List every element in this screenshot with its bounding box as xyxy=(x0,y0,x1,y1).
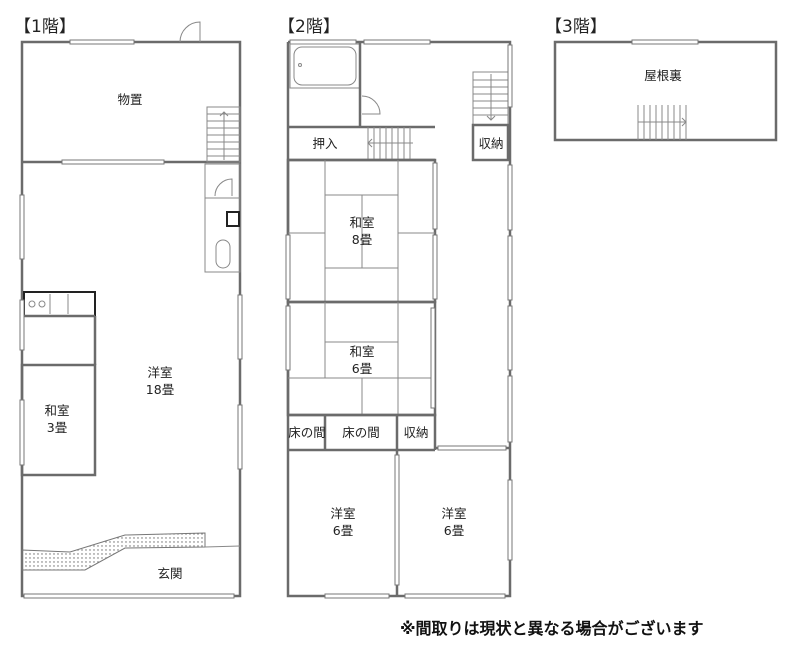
floor-3-title: 【3階】 xyxy=(545,17,607,37)
room-label: 玄関 xyxy=(157,566,182,581)
bathtub xyxy=(289,43,361,89)
floor-1-title: 【1階】 xyxy=(14,17,76,37)
room-label: 押入 xyxy=(312,136,338,151)
sliding-door xyxy=(61,159,165,165)
room-label: 洋室 xyxy=(441,506,466,521)
room-size: 18畳 xyxy=(146,382,174,397)
room-label: 屋根裏 xyxy=(644,68,682,83)
room-label: 収納 xyxy=(403,425,428,440)
room-label: 物置 xyxy=(117,92,142,107)
room-label: 床の間 xyxy=(288,425,326,440)
room-label: 収納 xyxy=(478,136,503,151)
room-label: 和室 xyxy=(44,403,69,418)
room-size: 6畳 xyxy=(352,361,372,376)
kitchen-counter xyxy=(23,291,96,317)
room-label: 和室 xyxy=(349,344,374,359)
disclaimer-note: ※間取りは現状と異なる場合がございます xyxy=(400,619,704,638)
stairs xyxy=(206,106,241,163)
toilet xyxy=(204,163,241,273)
floor-2: 【2階】 押入 収納 和室 8畳 和室 6畳 床の間 xyxy=(278,17,513,599)
room-size: 3畳 xyxy=(47,420,67,435)
stairs xyxy=(637,105,687,140)
room-label: 洋室 xyxy=(147,365,172,380)
floor-3: 【3階】 屋根裏 xyxy=(545,17,778,142)
room-label: 洋室 xyxy=(330,506,355,521)
entrance-floor xyxy=(21,532,206,571)
window xyxy=(69,39,135,45)
room-size: 8畳 xyxy=(352,232,372,247)
room-size: 6畳 xyxy=(444,523,464,538)
stairs xyxy=(472,71,509,126)
stairs xyxy=(367,127,413,160)
room-label: 床の間 xyxy=(342,425,380,440)
floor-2-title: 【2階】 xyxy=(278,17,340,37)
room-size: 6畳 xyxy=(333,523,353,538)
door xyxy=(179,21,201,43)
floor-1: 【1階】 和室 3畳 物置 xyxy=(14,17,243,599)
room-label: 和室 xyxy=(349,215,374,230)
